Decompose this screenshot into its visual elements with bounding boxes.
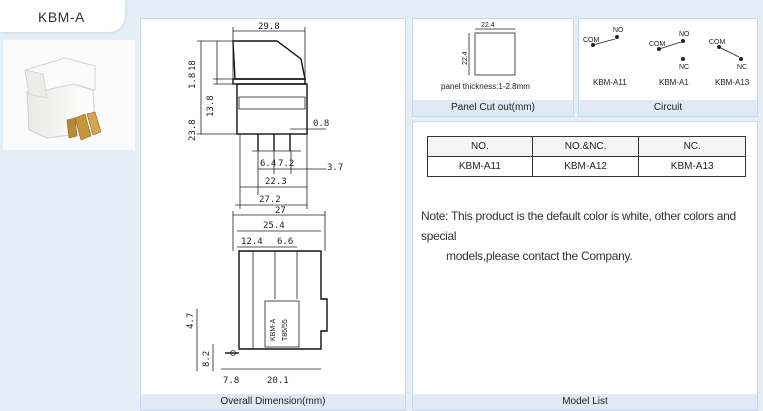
dim-h1: 18 bbox=[188, 60, 198, 71]
overall-dimension-caption: Overall Dimension(mm) bbox=[141, 394, 405, 410]
overall-dimension-panel: 29.8 18 1.8 13.8 23.8 0.8 6.4 7.2 3.7 22… bbox=[140, 18, 406, 411]
dim-d5: 27.2 bbox=[259, 195, 281, 205]
circuit2-nc: NC bbox=[679, 64, 689, 71]
dim-h3: 13.8 bbox=[206, 95, 216, 117]
dim-w3: 12.4 bbox=[241, 237, 263, 247]
dim-h2: 1.8 bbox=[188, 73, 198, 89]
dim-d4: 22.3 bbox=[265, 177, 287, 187]
note-line-2: models,please contact the Company. bbox=[446, 249, 633, 263]
circuit3-nc: NC bbox=[737, 64, 747, 71]
dim-d1: 0.8 bbox=[313, 119, 329, 129]
cell-a12: KBM-A12 bbox=[531, 156, 640, 177]
dim-top-width: 29.8 bbox=[258, 22, 280, 32]
circuit-caption: Circuit bbox=[579, 100, 757, 116]
dim-v1: 4.7 bbox=[186, 313, 196, 329]
panel-cutout-panel: 22.4 22.4 panel thickness:1-2.8mm Panel … bbox=[412, 18, 574, 117]
circuit2-com: COM bbox=[649, 41, 666, 48]
model-list-caption: Model List bbox=[413, 394, 757, 410]
header-nc: NC. bbox=[638, 136, 746, 157]
dim-w2: 25.4 bbox=[263, 221, 285, 231]
note-line-1: Note: This product is the default color … bbox=[421, 209, 736, 243]
panel-thickness: panel thickness:1-2.8mm bbox=[441, 82, 530, 91]
side-label-1: KBM-A bbox=[270, 319, 277, 342]
model-table: NO. NO.&NC. NC. KBM-A11 KBM-A12 KBM-A13 bbox=[427, 136, 746, 177]
dim-v2: 8.2 bbox=[202, 351, 212, 367]
circuit3-model: KBM-A13 bbox=[715, 78, 750, 87]
dim-h4: 23.8 bbox=[188, 119, 198, 141]
title-tab: KBM-A bbox=[0, 0, 125, 32]
circuit1-no: NO bbox=[613, 27, 624, 34]
circuit-drawing: COM NO KBM-A11 COM NO NC KBM-A1 COM NC K… bbox=[583, 27, 750, 87]
note-text: Note: This product is the default color … bbox=[421, 206, 751, 266]
cutout-height: 22.4 bbox=[462, 51, 469, 65]
header-no-nc: NO.&NC. bbox=[531, 136, 640, 157]
header-no: NO. bbox=[427, 136, 533, 157]
circuit3-com: COM bbox=[709, 39, 726, 46]
cutout-drawing: 22.4 22.4 panel thickness:1-2.8mm bbox=[441, 22, 530, 91]
cell-a13: KBM-A13 bbox=[638, 156, 746, 177]
cell-a11: KBM-A11 bbox=[427, 156, 533, 177]
table-row: KBM-A11 KBM-A12 KBM-A13 bbox=[427, 156, 746, 177]
dim-v4: 20.1 bbox=[267, 376, 289, 386]
dim-d6: 3.7 bbox=[327, 163, 343, 173]
circuit2-model: KBM-A1 bbox=[659, 78, 689, 87]
side-label-2: T85/55 bbox=[282, 319, 289, 341]
cutout-width: 22.4 bbox=[481, 22, 495, 29]
circuit-panel: COM NO KBM-A11 COM NO NC KBM-A1 COM NC K… bbox=[578, 18, 758, 117]
product-photo bbox=[3, 40, 135, 150]
dim-d3: 7.2 bbox=[278, 159, 294, 169]
circuit1-model: KBM-A11 bbox=[593, 78, 627, 87]
model-list-panel: NO. NO.&NC. NC. KBM-A11 KBM-A12 KBM-A13 … bbox=[412, 121, 758, 411]
dimension-drawing: 29.8 18 1.8 13.8 23.8 0.8 6.4 7.2 3.7 22… bbox=[186, 22, 343, 386]
product-title: KBM-A bbox=[38, 9, 85, 25]
circuit2-no: NO bbox=[679, 31, 690, 38]
model-table-header: NO. NO.&NC. NC. bbox=[427, 136, 746, 157]
dim-d2: 6.4 bbox=[260, 159, 276, 169]
switch-photo-illustration bbox=[3, 40, 135, 150]
panel-cutout-caption: Panel Cut out(mm) bbox=[413, 100, 573, 116]
dim-w1: 27 bbox=[275, 206, 286, 216]
circuit1-com: COM bbox=[583, 37, 600, 44]
dim-v3: 7.8 bbox=[223, 376, 239, 386]
dim-w4: 6.6 bbox=[277, 237, 293, 247]
